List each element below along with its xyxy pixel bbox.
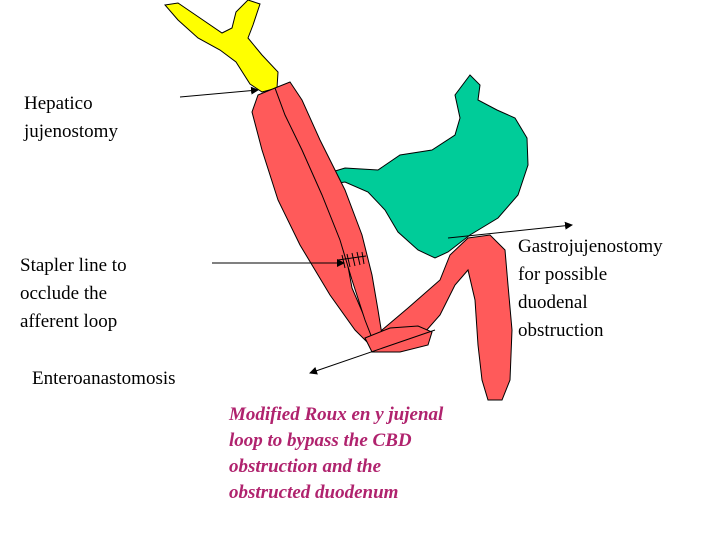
label-hepatico-jujenostomy: Hepatico jujenostomy bbox=[24, 90, 118, 146]
label-line: for possible bbox=[518, 264, 608, 285]
label-stapler-line: Stapler line to occlude the afferent loo… bbox=[20, 252, 127, 336]
caption-line: Modified Roux en y jujenal bbox=[229, 404, 444, 425]
efferent-limb bbox=[381, 234, 513, 401]
arrow-hepatico bbox=[179, 86, 259, 98]
label-gastrojujenostomy: Gastrojujenostomy for possible duodenal … bbox=[518, 233, 663, 345]
bile-duct bbox=[164, 0, 279, 93]
label-line: Enteroanastomosis bbox=[32, 368, 176, 389]
enteroanastomosis bbox=[364, 325, 433, 353]
label-line: afferent loop bbox=[20, 311, 118, 332]
stomach bbox=[295, 74, 529, 259]
label-line: jujenostomy bbox=[24, 121, 118, 142]
caption-line: loop to bypass the CBD bbox=[229, 430, 412, 451]
diagram-caption: Modified Roux en y jujenal loop to bypas… bbox=[229, 402, 443, 506]
caption-line: obstruction and the bbox=[229, 456, 382, 477]
label-enteroanastomosis: Enteroanastomosis bbox=[32, 365, 176, 393]
label-line: duodenal bbox=[518, 292, 588, 313]
arrow-gastro bbox=[447, 221, 573, 239]
label-line: Gastrojujenostomy bbox=[518, 236, 663, 257]
label-line: Stapler line to bbox=[20, 255, 127, 276]
label-line: occlude the bbox=[20, 283, 108, 304]
caption-line: obstructed duodenum bbox=[229, 482, 399, 503]
label-line: Hepatico bbox=[24, 93, 93, 114]
label-line: obstruction bbox=[518, 320, 604, 341]
arrow-entero bbox=[309, 329, 436, 375]
